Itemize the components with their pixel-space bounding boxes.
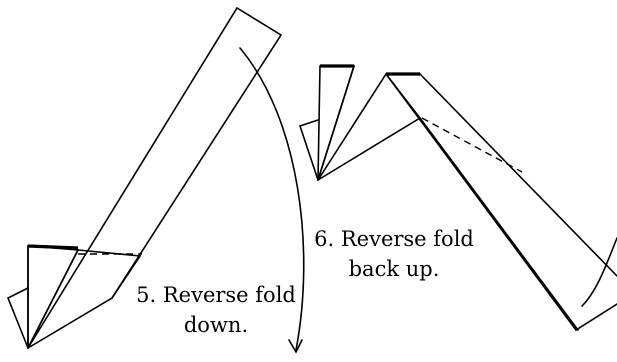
step-6-label-line2: back up. (348, 257, 440, 281)
step-5-strip (27, 6, 283, 349)
step-5-arrow-curve (239, 47, 305, 351)
step-6-strip (385, 73, 617, 332)
step-6-strip-edge (419, 73, 617, 277)
step-6-arrow-curve (581, 237, 617, 307)
step-6-fold-line (421, 117, 523, 173)
step-6-tail (298, 119, 319, 181)
step-5-model (6, 6, 305, 354)
step-6-body (317, 72, 422, 181)
step-5-label-line1: 5. Reverse fold (136, 283, 296, 307)
step-6-label-line1: 6. Reverse fold (314, 227, 474, 251)
step-5-head-edge (27, 244, 79, 250)
step-5-tail (6, 287, 29, 349)
step-5-label-line2: down. (183, 313, 249, 337)
step-6-strip-inner (419, 117, 579, 331)
step-6-label: 6. Reverse fold back up. (294, 224, 494, 284)
step-6-body-inner (317, 65, 355, 181)
step-5-arrow-head (288, 339, 303, 354)
step-6-model (298, 64, 617, 332)
step-5-body (27, 249, 142, 349)
step-5-label: 5. Reverse fold down. (116, 280, 316, 340)
